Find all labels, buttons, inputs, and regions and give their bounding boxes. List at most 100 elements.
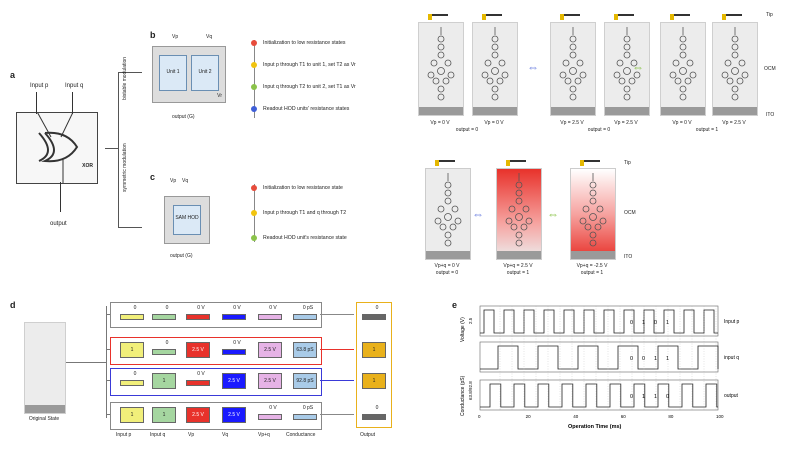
- c-vp-label: Vp: [170, 178, 177, 184]
- d-cell-chip: 92.8 pS: [293, 373, 317, 389]
- molecule-icon: [499, 173, 543, 253]
- e-bit-q: 0: [642, 356, 645, 362]
- d-cell-bar: [258, 314, 282, 320]
- tip-icon: [560, 14, 580, 16]
- d-output-connector: [320, 314, 354, 315]
- double-arrow-icon: ⇔: [547, 207, 559, 221]
- ito-layer: [473, 107, 517, 115]
- d-cell-value: 0 V: [197, 371, 205, 377]
- d-row: [110, 368, 322, 396]
- double-arrow-icon: ⇔: [472, 207, 484, 221]
- tip-apex: [722, 14, 726, 20]
- step-text: Input p through T1 and q through T2: [263, 209, 347, 216]
- e-tick-label: 63.8/92.8: [468, 381, 473, 400]
- panel-d-label: d: [10, 300, 16, 310]
- d-cell-chip: 1: [152, 373, 176, 389]
- column-voltage: Vp+q = -2.5 V: [576, 263, 608, 269]
- b-step-line: [254, 40, 255, 118]
- column-output: output = 1: [695, 127, 719, 133]
- branch-line: [118, 72, 119, 227]
- step-dot: [251, 84, 257, 90]
- e-row-frame: [479, 341, 719, 373]
- step-text: Input q through T2 to unit 2, set T1 as …: [263, 83, 356, 90]
- d-row: [110, 302, 322, 328]
- e-tick-label: 2.5: [468, 317, 473, 324]
- d-row-tick: [106, 380, 110, 381]
- d-cell-chip: 2.5 V: [258, 342, 282, 358]
- step-dot: [251, 235, 257, 241]
- original-state-label: Original State: [28, 416, 60, 422]
- e-xtick: 80: [668, 414, 674, 419]
- e-row-frame: [479, 379, 719, 411]
- mr-ito-label: ITO: [624, 254, 633, 260]
- d-row-tick: [106, 314, 110, 315]
- molecule-column: [496, 168, 542, 260]
- branch-top-arrow: [118, 72, 142, 73]
- d-cell-chip: 1: [152, 407, 176, 423]
- d-cell-bar: [152, 349, 176, 355]
- e-row-label: input q: [724, 355, 739, 361]
- molecule-icon: [553, 27, 597, 107]
- column-output: output = 0: [587, 127, 611, 133]
- tip-icon: [722, 14, 742, 16]
- column-voltage: Vp+q = 0 V: [434, 263, 460, 269]
- d-cell-value: 0 V: [269, 405, 277, 411]
- d-cell-bar: [120, 314, 144, 320]
- step-text: Initialization to low resistance states: [263, 39, 346, 46]
- d-cell-value: 0: [133, 305, 137, 311]
- double-arrow-icon: ⇔: [632, 60, 644, 74]
- unit1-label: Unit 1: [166, 69, 180, 75]
- d-cell-value: 0 V: [197, 305, 205, 311]
- column-voltage: Vp = 2.5 V: [722, 120, 746, 126]
- d-cell-bar: [293, 314, 317, 320]
- tip-apex: [428, 14, 432, 20]
- ito-layer: [497, 251, 541, 259]
- d-cell-bar: [120, 380, 144, 386]
- e-row-frame: [479, 305, 719, 337]
- d-cell-bar: [152, 314, 176, 320]
- unit2-label: Unit 2: [198, 69, 212, 75]
- d-cell-value: 0 V: [269, 305, 277, 311]
- d-col-header: Conductance: [286, 432, 316, 438]
- tip-apex: [670, 14, 674, 20]
- step-text: Readout HOD units' resistance states: [263, 105, 350, 112]
- tr-ocm-label: OCM: [764, 66, 776, 72]
- branch-bottom-arrow: [118, 227, 142, 228]
- d-cell-chip: 1: [120, 407, 144, 423]
- d-cell-bar: [293, 414, 317, 420]
- d-cell-chip: 2.5 V: [258, 373, 282, 389]
- sam-hod-label: SAM HOD: [175, 215, 199, 221]
- step-dot: [251, 106, 257, 112]
- molecule-icon: [421, 27, 465, 107]
- e-xtick: 0: [478, 414, 481, 419]
- e-pulse-trace: [480, 383, 718, 408]
- d-cell-value: 0 pS: [302, 405, 314, 411]
- d-output-frame: [356, 302, 392, 428]
- d-cell-bar: [222, 314, 246, 320]
- column-voltage: Vp = 0 V: [672, 120, 692, 126]
- e-xlabel: Operation Time (ms): [568, 424, 622, 430]
- d-output-connector: [320, 349, 354, 350]
- step-dot: [251, 210, 257, 216]
- e-ylabel: Voltage (V): [460, 317, 466, 342]
- step-text: Input p through T1 to unit 1, set T2 as …: [263, 61, 356, 68]
- input-p-label: Input p: [30, 83, 49, 89]
- input-q-wire: [72, 92, 73, 114]
- d-cell-chip: 2.5 V: [222, 407, 246, 423]
- e-bit-p: 0: [654, 320, 657, 326]
- step-dot: [251, 40, 257, 46]
- column-voltage: Vp = 0 V: [484, 120, 504, 126]
- tip-apex: [580, 160, 584, 166]
- column-voltage: Vp+q = 2.5 V: [503, 263, 533, 269]
- e-bit-q: 1: [654, 356, 657, 362]
- unit1-box: Unit 1: [159, 55, 187, 91]
- d-output-value: 0: [375, 405, 379, 411]
- tip-apex: [614, 14, 618, 20]
- e-bit-out: 1: [654, 394, 657, 400]
- ito-layer: [661, 107, 705, 115]
- e-bit-p: 1: [666, 320, 669, 326]
- tr-ito-label: ITO: [766, 112, 775, 118]
- d-cell-bar: [186, 314, 210, 320]
- ito-layer: [551, 107, 595, 115]
- d-cell-value: 0: [165, 305, 169, 311]
